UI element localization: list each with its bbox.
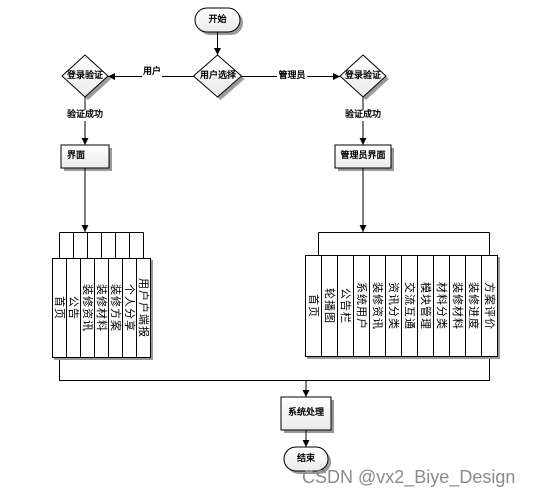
user-login-success-text: 验证成功 — [65, 110, 104, 121]
process-box — [280, 396, 332, 431]
admin-module-box-12: 方案评价 — [481, 255, 498, 357]
admin-modules-bracket — [318, 232, 490, 255]
admin-module-box-6: 资讯分类 — [385, 255, 402, 357]
user-module-box-1: 首页 — [52, 258, 67, 358]
user-login-check-label: 登录验证 — [66, 70, 103, 81]
admin-module-label: 轮播图 — [323, 288, 336, 324]
branch-user-edge-label: 用户 — [137, 66, 167, 78]
admin-login-success-edge-label: 验证成功 — [338, 109, 388, 122]
watermark: CSDN @vx2_Biye_Design — [302, 467, 516, 487]
admin-module-label: 模块管理 — [419, 282, 432, 330]
branch-admin-edge-label: 管理员 — [276, 70, 308, 83]
admin-interface-label: 管理员界面 — [340, 151, 386, 161]
user-module-box-4: 装修材料 — [94, 258, 109, 358]
admin-module-label: 首页 — [307, 294, 320, 318]
admin-module-box-2: 轮播图 — [321, 255, 338, 357]
user-module-box-3: 装修资讯 — [80, 258, 95, 358]
user-module-label: 装修方案 — [109, 284, 122, 332]
admin-login-success-text: 验证成功 — [343, 110, 382, 121]
admin-module-label: 交流互通 — [403, 282, 416, 330]
admin-module-box-5: 装修资讯 — [369, 255, 386, 357]
admin-module-box-7: 交流互通 — [401, 255, 418, 357]
admin-module-box-1: 首页 — [305, 255, 322, 357]
user-module-box-6: 个人分享 — [122, 258, 137, 358]
admin-module-box-4: 系统用户 — [353, 255, 370, 357]
modules-merge-connector — [59, 357, 490, 381]
admin-module-label: 公告栏 — [339, 288, 352, 324]
admin-module-box-11: 装修进度 — [465, 255, 482, 357]
user-modules-bracket — [59, 232, 144, 258]
admin-module-label: 方案评价 — [483, 282, 496, 330]
user-module-box-7: 用户户端报 — [136, 258, 151, 358]
user-module-box-5: 装修方案 — [108, 258, 123, 358]
user-login-success-edge-label: 验证成功 — [60, 109, 110, 122]
admin-login-check-label: 登录验证 — [344, 70, 381, 81]
start-label: 开始 — [208, 14, 227, 25]
branch-admin-text: 管理员 — [277, 71, 307, 82]
user-interface-label: 界面 — [66, 151, 85, 161]
admin-module-box-10: 装修材料 — [449, 255, 466, 357]
admin-module-label: 装修进度 — [467, 282, 480, 330]
decision-diamond — [192, 54, 243, 98]
admin-module-label: 装修资讯 — [371, 282, 384, 330]
user-module-label: 公告 — [67, 296, 80, 320]
process-label: 系统处理 — [287, 408, 324, 418]
user-module-label: 首页 — [53, 296, 66, 320]
end-label: 结束 — [296, 453, 315, 464]
admin-module-label: 装修材料 — [451, 282, 464, 330]
admin-module-box-8: 模块管理 — [417, 255, 434, 357]
admin-module-label: 材料分类 — [435, 282, 448, 330]
decision-label: 用户选择 — [199, 70, 236, 81]
user-module-box-2: 公告 — [66, 258, 81, 358]
user-module-label: 装修材料 — [95, 284, 108, 332]
user-module-label: 装修资讯 — [81, 284, 94, 332]
admin-module-label: 资讯分类 — [387, 282, 400, 330]
user-module-label: 用户户端报 — [137, 278, 150, 338]
admin-module-label: 系统用户 — [355, 282, 368, 330]
admin-module-box-3: 公告栏 — [337, 255, 354, 357]
admin-module-box-9: 材料分类 — [433, 255, 450, 357]
branch-user-text: 用户 — [141, 66, 162, 78]
user-module-label: 个人分享 — [123, 284, 136, 332]
